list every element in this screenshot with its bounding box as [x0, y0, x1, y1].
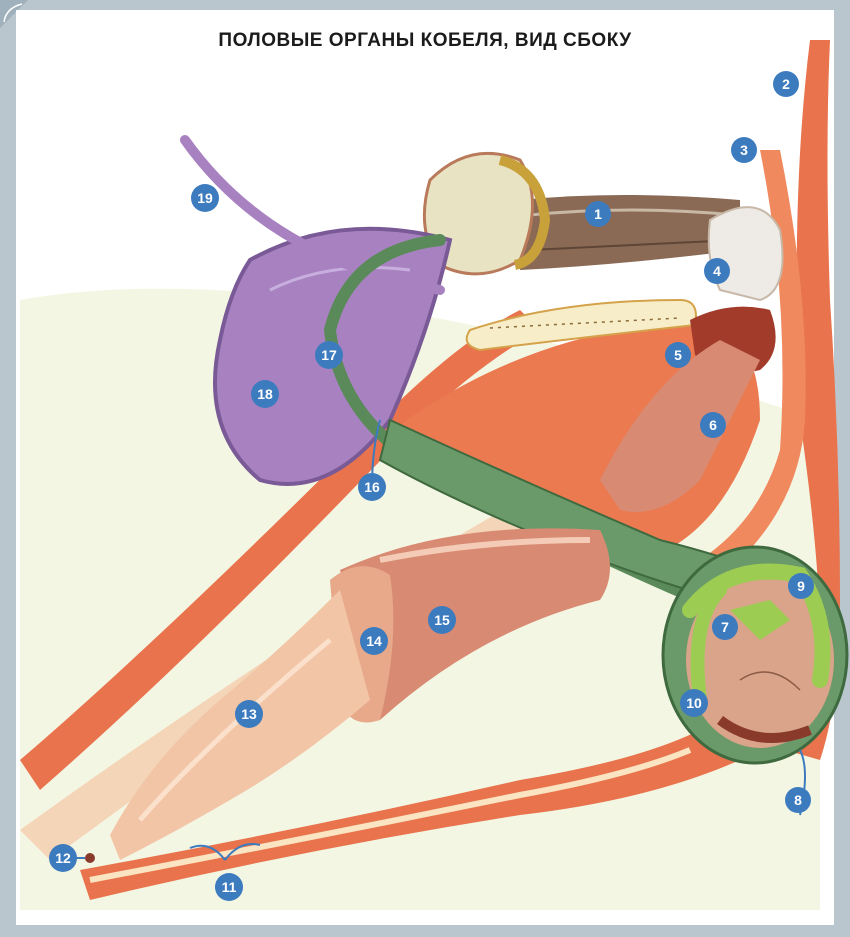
label-19: 19: [191, 184, 219, 212]
svg-text:18: 18: [257, 386, 273, 402]
svg-text:10: 10: [686, 695, 702, 711]
svg-text:2: 2: [782, 76, 790, 92]
label-6: 6: [700, 412, 726, 438]
label-7: 7: [712, 614, 738, 640]
label-4: 4: [704, 258, 730, 284]
label-17: 17: [315, 341, 343, 369]
label-10: 10: [680, 689, 708, 717]
svg-text:11: 11: [222, 879, 237, 895]
svg-text:16: 16: [364, 479, 380, 495]
label-16: 16: [358, 473, 386, 501]
svg-text:17: 17: [321, 347, 337, 363]
svg-text:19: 19: [197, 190, 213, 206]
svg-text:8: 8: [794, 792, 802, 808]
svg-text:14: 14: [366, 633, 382, 649]
svg-text:1: 1: [594, 206, 602, 222]
label-12: 12: [49, 844, 77, 872]
urethral-opening: [85, 853, 95, 863]
svg-text:7: 7: [721, 619, 729, 635]
svg-text:12: 12: [55, 850, 71, 866]
label-5: 5: [665, 342, 691, 368]
label-1: 1: [585, 201, 611, 227]
svg-text:13: 13: [241, 706, 257, 722]
svg-text:5: 5: [674, 347, 682, 363]
label-3: 3: [731, 137, 757, 163]
rectum: [520, 195, 740, 270]
label-11: 11: [215, 873, 243, 901]
label-8: 8: [785, 787, 811, 813]
label-2: 2: [773, 71, 799, 97]
label-18: 18: [251, 380, 279, 408]
svg-text:4: 4: [713, 263, 721, 279]
svg-text:15: 15: [434, 612, 450, 628]
prostate: [709, 207, 783, 300]
label-13: 13: [235, 700, 263, 728]
label-14: 14: [360, 627, 388, 655]
label-9: 9: [788, 573, 814, 599]
svg-text:6: 6: [709, 417, 717, 433]
diagram-title: Половые органы кобеля, вид сбоку: [0, 30, 850, 52]
svg-text:3: 3: [740, 142, 748, 158]
svg-text:9: 9: [797, 578, 805, 594]
label-15: 15: [428, 606, 456, 634]
